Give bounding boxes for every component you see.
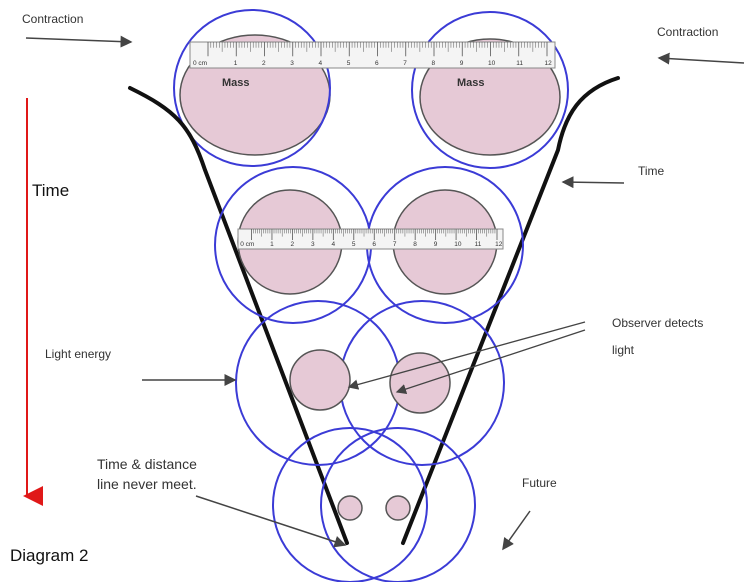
future-arrow bbox=[503, 511, 530, 549]
ruler-middle-number: 6 bbox=[372, 241, 376, 248]
mass-label-left: Mass bbox=[222, 77, 250, 89]
time-axis-label: Time bbox=[32, 181, 69, 200]
meet-label-line1: Time & distance bbox=[97, 456, 197, 472]
ruler-middle-number: 11 bbox=[475, 241, 482, 248]
ruler-middle-number: 8 bbox=[413, 241, 417, 248]
time-arrow-right bbox=[563, 182, 624, 183]
ruler-middle-number: 4 bbox=[331, 241, 335, 248]
ruler-top-number: 2 bbox=[262, 60, 266, 67]
ruler-middle-number: 1 bbox=[270, 241, 274, 248]
ruler-middle-unit-label: 0 cm bbox=[240, 241, 254, 248]
ruler-top-unit-label: 0 cm bbox=[193, 60, 207, 67]
ruler-top-number: 9 bbox=[460, 60, 464, 67]
contraction-arrow-left bbox=[26, 38, 131, 42]
mass-4-right bbox=[386, 496, 410, 520]
ruler-middle-number: 5 bbox=[352, 241, 356, 248]
ruler-middle-number: 3 bbox=[311, 241, 315, 248]
light-energy-label: Light energy bbox=[45, 347, 111, 361]
meet-label-line2: line never meet. bbox=[97, 476, 197, 492]
contraction-label-left: Contraction bbox=[22, 12, 83, 26]
mass-4-left bbox=[338, 496, 362, 520]
ruler-middle-number: 12 bbox=[495, 241, 503, 248]
contraction-arrow-right bbox=[659, 58, 744, 63]
ruler-top-number: 8 bbox=[432, 60, 436, 67]
ruler-top-number: 6 bbox=[375, 60, 379, 67]
ruler-top-number: 12 bbox=[545, 60, 553, 67]
contraction-label-right: Contraction bbox=[657, 25, 718, 39]
ruler-top-number: 4 bbox=[319, 60, 323, 67]
ruler-top-number: 10 bbox=[488, 60, 496, 67]
ruler-top-number: 1 bbox=[234, 60, 238, 67]
mass-3-left bbox=[290, 350, 350, 410]
ruler-middle-number: 7 bbox=[393, 241, 397, 248]
ruler-top-number: 3 bbox=[290, 60, 294, 67]
time-label-right: Time bbox=[638, 164, 665, 178]
observer-label-line2: light bbox=[612, 343, 635, 357]
ruler-middle-number: 9 bbox=[434, 241, 438, 248]
ruler-top-number: 5 bbox=[347, 60, 351, 67]
diagram-title: Diagram 2 bbox=[10, 546, 88, 565]
ruler-top-number: 7 bbox=[403, 60, 407, 67]
stage-3-light-pair bbox=[236, 301, 504, 465]
stage-1-mass-pair bbox=[174, 10, 568, 168]
future-label: Future bbox=[522, 476, 557, 490]
stage-4-future-pair bbox=[273, 428, 475, 582]
funnel-left-line bbox=[130, 88, 347, 543]
mass-label-right: Mass bbox=[457, 77, 485, 89]
ruler-top-number: 11 bbox=[516, 60, 523, 67]
ruler-middle-number: 2 bbox=[291, 241, 295, 248]
ruler-middle-number: 10 bbox=[454, 241, 462, 248]
observer-label-line1: Observer detects bbox=[612, 316, 703, 330]
